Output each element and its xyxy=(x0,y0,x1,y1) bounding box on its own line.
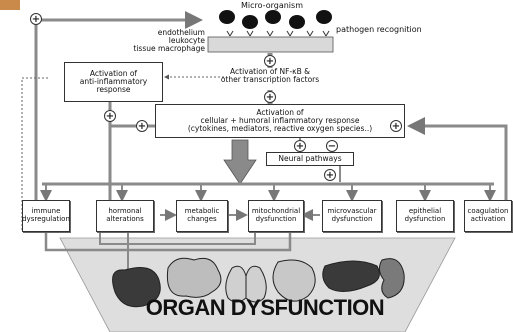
outcome-0-line-2: dysregulation xyxy=(22,216,70,224)
corner-accent xyxy=(0,0,20,10)
neural-pathways-box: Neural pathways xyxy=(266,152,354,166)
receptor-marks xyxy=(227,31,329,36)
brain-icon xyxy=(167,258,221,297)
recognition-bar xyxy=(208,37,333,52)
anti-line-3: response xyxy=(96,86,130,94)
plus-sign-icon: + xyxy=(294,140,306,152)
outcome-2-line-2: changes xyxy=(187,216,216,224)
distribution-ticks xyxy=(46,184,490,200)
outcome-epithelial-dysfunction: epithelial dysfunction xyxy=(396,200,454,232)
inflam-line-3: (cytokines, mediators, reactive oxygen s… xyxy=(188,125,372,133)
outcome-6-line-2: activation xyxy=(471,216,506,224)
outcome-4-line-2: dysfunction xyxy=(332,216,373,224)
plus-sign-icon: + xyxy=(324,169,336,181)
outcome-coagulation-activation: coagulation activation xyxy=(464,200,512,232)
plus-sign-icon: + xyxy=(264,91,276,103)
cell-type-macrophage: tissue macrophage xyxy=(110,45,205,53)
outcome-hormonal-alterations: hormonal alterations xyxy=(96,200,154,232)
microbe-icon xyxy=(289,15,305,29)
organ-dysfunction-title: ORGAN DYSFUNCTION xyxy=(120,296,410,319)
micro-organism-label: Micro-organism xyxy=(222,2,322,10)
anti-inflammatory-box: Activation of anti-inflammatory response xyxy=(64,62,163,102)
nfkb-activation-label: Activation of NF-κB & other transcriptio… xyxy=(205,68,335,84)
plus-sign-icon: + xyxy=(30,13,42,25)
outcome-mitochondrial-dysfunction: mitochondrial dysfunction xyxy=(248,200,304,232)
plus-sign-icon: + xyxy=(390,120,402,132)
microbes xyxy=(219,10,332,29)
outcome-5-line-2: dysfunction xyxy=(405,216,446,224)
minus-sign-icon: − xyxy=(326,140,338,152)
outcome-metabolic-changes: metabolic changes xyxy=(176,200,228,232)
inflammatory-response-box: Activation of cellular + humoral inflamm… xyxy=(155,104,405,138)
outcome-immune-dysregulation: immune dysregulation xyxy=(22,200,70,232)
plus-sign-icon: + xyxy=(136,120,148,132)
microbe-icon xyxy=(316,10,332,24)
plus-sign-icon: + xyxy=(104,110,116,122)
nfkb-line-2: other transcription factors xyxy=(205,76,335,84)
microbe-icon xyxy=(265,10,281,24)
big-down-arrow xyxy=(224,140,256,184)
microbe-icon xyxy=(242,15,258,29)
microbe-icon xyxy=(219,10,235,24)
cell-types: endothelium leukocyte tissue macrophage xyxy=(110,29,205,53)
outcome-1-line-2: alterations xyxy=(106,216,144,224)
outcome-3-line-2: dysfunction xyxy=(256,216,297,224)
pathogen-recognition-label: pathogen recognition xyxy=(336,26,446,34)
plus-sign-icon: + xyxy=(264,55,276,67)
outcome-microvascular-dysfunction: microvascular dysfunction xyxy=(322,200,382,232)
